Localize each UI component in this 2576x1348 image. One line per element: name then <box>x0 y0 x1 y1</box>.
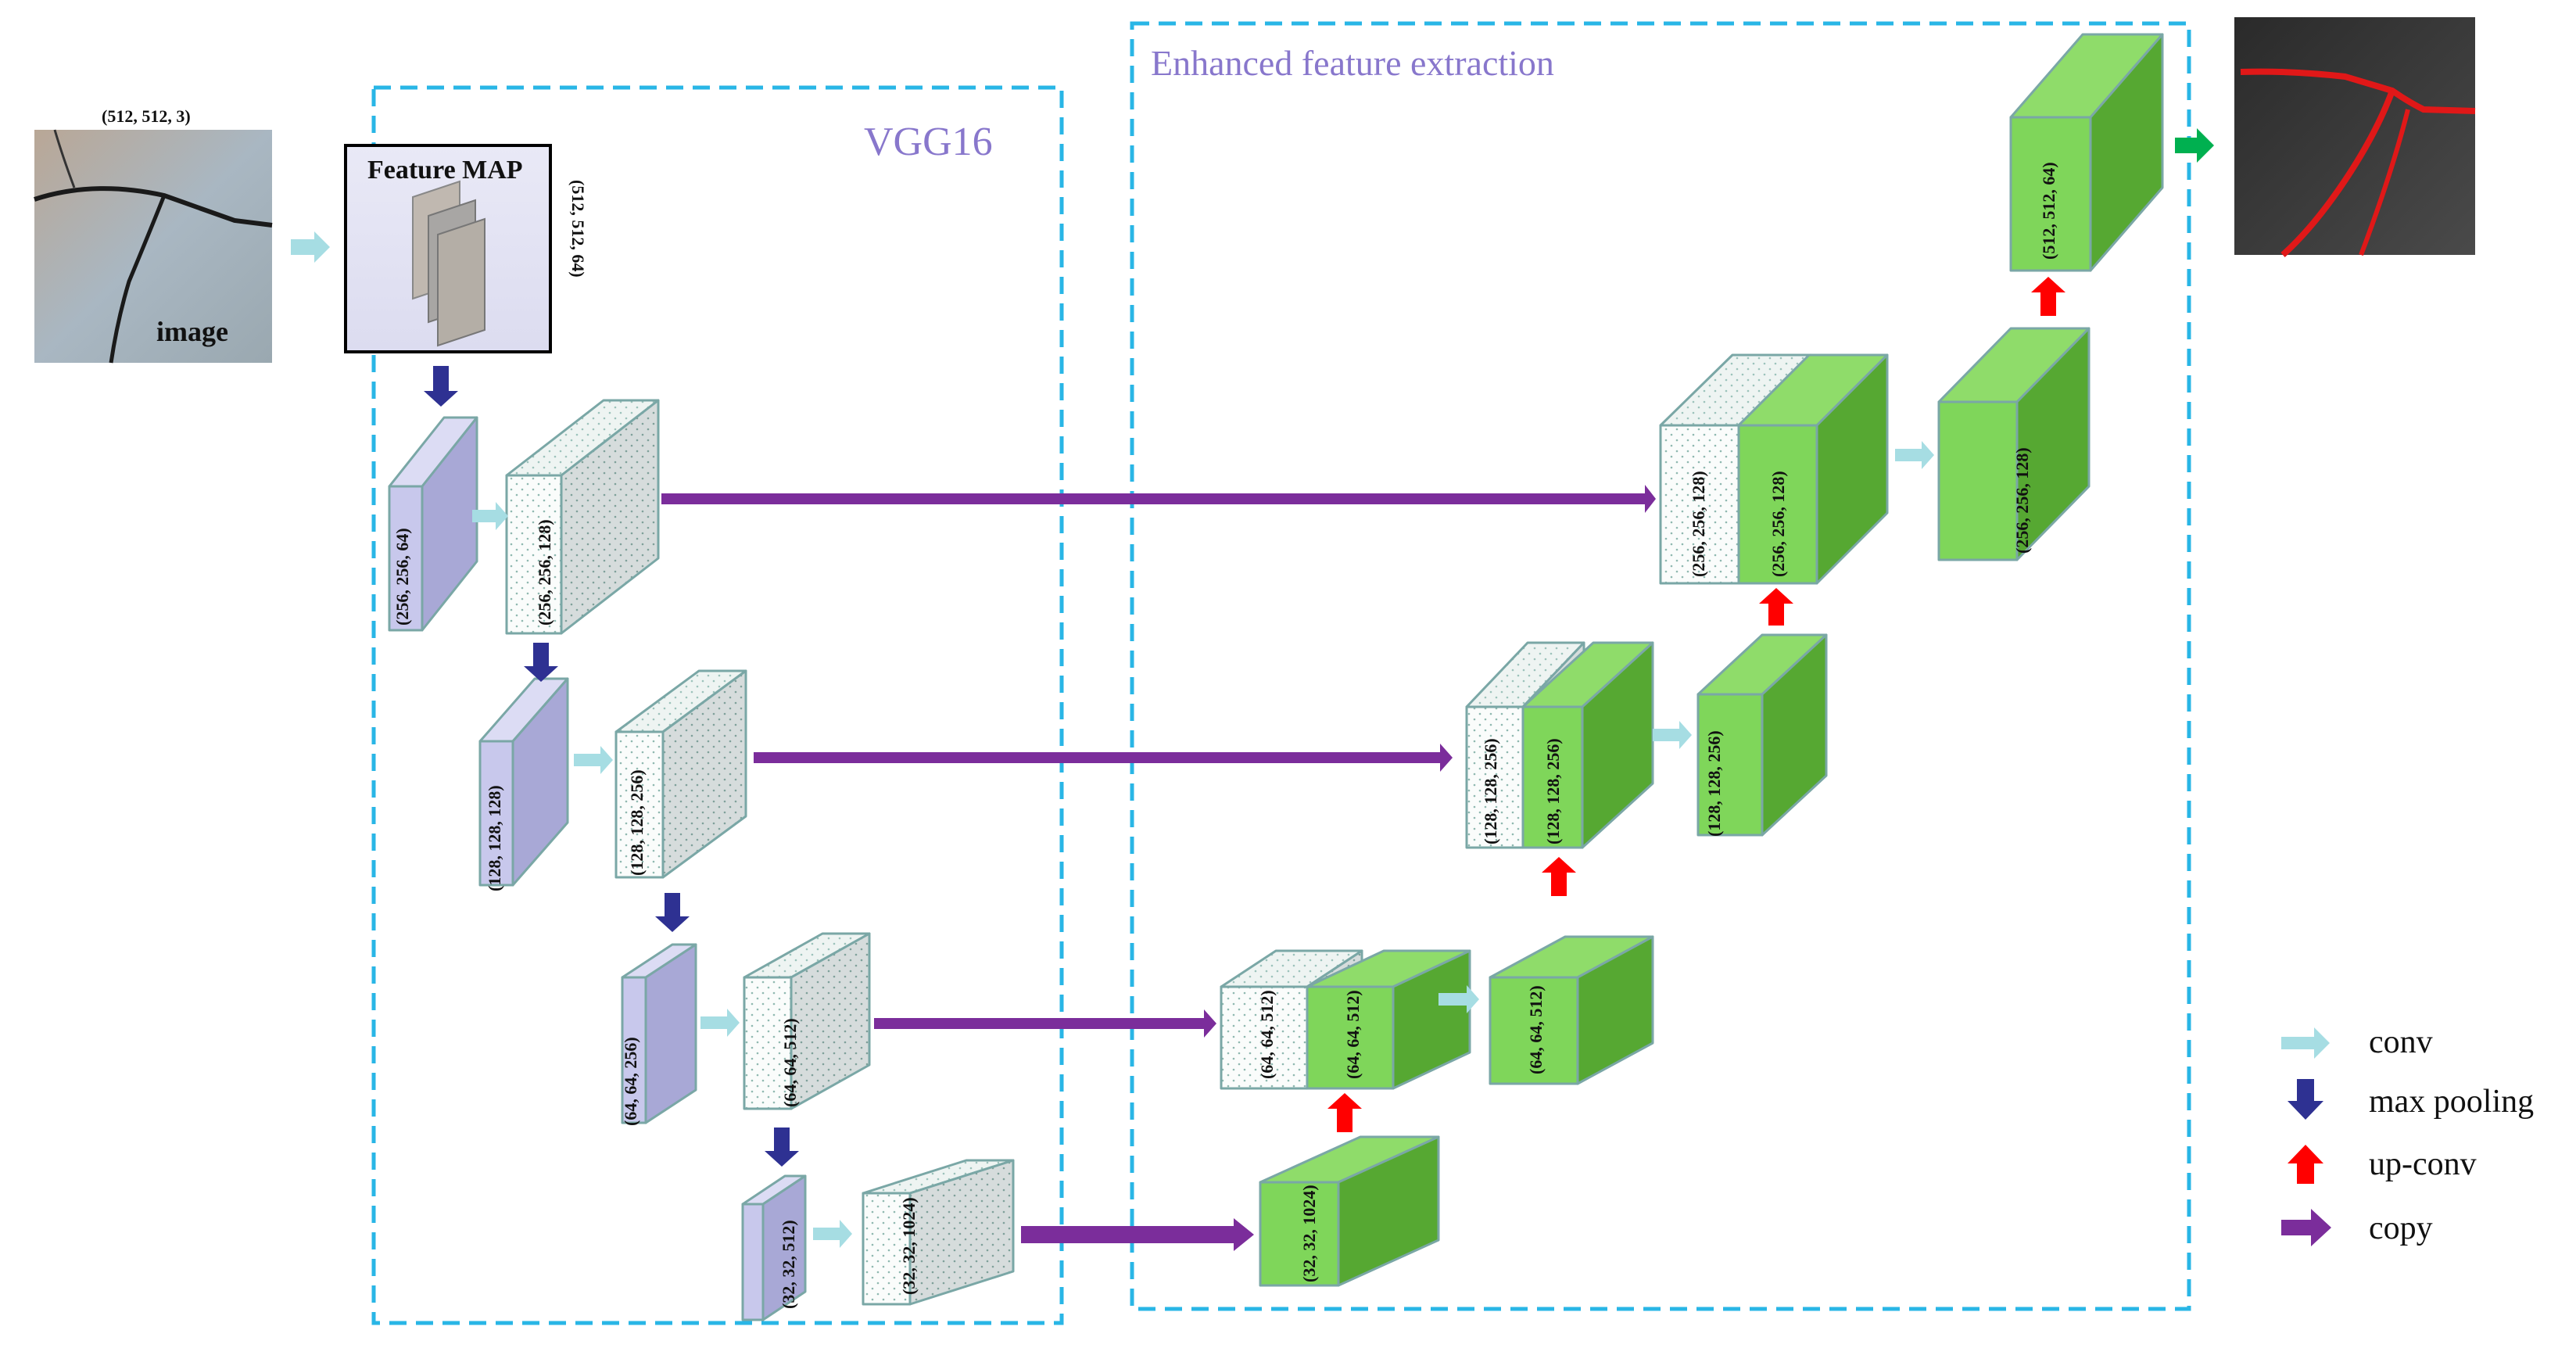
conv-arrow-input <box>291 231 330 263</box>
dec-bottom-dims: (32, 32, 1024) <box>1299 1185 1319 1282</box>
flow-arrows-layer <box>424 277 2065 1248</box>
feature-map-title: Feature MAP <box>367 156 523 185</box>
conv-arrow-enc3 <box>700 1009 740 1037</box>
dec3-conv-dims: (64, 64, 512) <box>1526 985 1546 1074</box>
vgg16-title: VGG16 <box>864 120 993 164</box>
legend-conv-label: conv <box>2369 1024 2433 1060</box>
enc1-pool-block-front <box>388 485 424 632</box>
enc4-pool-block-front <box>741 1203 765 1321</box>
dec2-conv-dims: (128, 128, 256) <box>1704 730 1724 837</box>
pool-arrow-4 <box>765 1128 799 1167</box>
enc2-conv-block-front <box>614 730 665 879</box>
enc4-pool-dims: (32, 32, 512) <box>779 1220 798 1309</box>
enc4-conv-block <box>862 1159 1015 1306</box>
enc1-conv-dims: (256, 256, 128) <box>535 519 554 626</box>
output-segmentation-image <box>2234 17 2476 257</box>
enc3-conv-block <box>743 932 871 1110</box>
dec1-conv-dims: (256, 256, 128) <box>2012 447 2032 554</box>
upconv-arrow-4 <box>2031 277 2065 316</box>
dec3-up-block <box>1306 949 1471 1090</box>
upconv-arrow-2 <box>1542 857 1576 896</box>
dec3-up-dims: (64, 64, 512) <box>1343 990 1363 1079</box>
legend-maxpool-label: max pooling <box>2369 1084 2534 1120</box>
conv-arrow-enc1 <box>472 502 508 530</box>
conv-arrow-dec2 <box>1653 721 1692 749</box>
legend-conv-icon <box>2281 1027 2330 1059</box>
feature-map-box <box>344 144 552 353</box>
dec1-conv-block-front <box>1937 400 2019 561</box>
dec1-up-dims: (256, 256, 128) <box>1768 471 1788 577</box>
pool-arrow-2 <box>524 643 558 682</box>
dec2-up-dims: (128, 128, 256) <box>1543 738 1563 844</box>
enc3-pool-block-front <box>621 976 647 1124</box>
dec3-copy-dims: (64, 64, 512) <box>1257 990 1277 1079</box>
legend-upconv-label: up-conv <box>2369 1146 2477 1182</box>
legend-upconv-icon <box>2288 1145 2323 1184</box>
conv-arrow-dec3 <box>1438 985 1479 1013</box>
legend-copy-label: copy <box>2369 1210 2433 1246</box>
pool-arrow-3 <box>655 893 690 932</box>
enc4-conv-dims: (32, 32, 1024) <box>899 1197 919 1295</box>
dec1-conv-block <box>1937 327 2091 561</box>
enhanced-feature-group-box <box>1130 21 2191 1311</box>
enc1-conv-block <box>505 399 660 635</box>
copy-arrow-level4 <box>1021 1218 1254 1251</box>
enc2-conv-block <box>614 669 747 879</box>
feature-blocks-layer <box>388 33 2164 1321</box>
enc4-conv-block-front <box>862 1192 912 1306</box>
upconv-arrow-3 <box>1759 588 1793 626</box>
enc3-conv-dims: (64, 64, 512) <box>780 1018 800 1107</box>
conv-arrow-enc2 <box>574 746 613 774</box>
copy-arrow-level2 <box>754 744 1453 772</box>
output-arrow <box>2175 128 2214 163</box>
legend: conv max pooling up-conv copy <box>2281 1024 2534 1246</box>
pool-arrow-1 <box>424 366 458 407</box>
dec2-up-block <box>1521 641 1654 849</box>
enc3-conv-block-front <box>743 976 793 1110</box>
copy-arrow-level3 <box>874 1009 1216 1038</box>
dec-top-block <box>2009 33 2164 272</box>
vgg16-group-box <box>371 85 1064 1325</box>
input-dims-label: (512, 512, 3) <box>102 106 191 126</box>
dec1-copy-dims: (256, 256, 128) <box>1689 471 1708 577</box>
dec3-conv-block-front <box>1489 976 1579 1085</box>
dec2-conv-block <box>1696 633 1828 837</box>
enc1-conv-block-front <box>505 474 563 635</box>
dec2-conv-block-front <box>1696 693 1764 837</box>
feature-map-dims-label: (512, 512, 64) <box>568 180 588 278</box>
legend-copy-icon <box>2281 1209 2331 1246</box>
copy-arrow-level1 <box>661 485 1656 513</box>
dec3-up-block-front <box>1306 985 1395 1090</box>
dec-top-block-front <box>2009 116 2092 272</box>
dec-top-dims: (512, 512, 64) <box>2039 162 2058 260</box>
dec1-up-block <box>1737 353 1889 585</box>
enc2-conv-dims: (128, 128, 256) <box>627 769 647 876</box>
dec2-copy-dims: (128, 128, 256) <box>1481 738 1500 844</box>
enc2-pool-block-front <box>478 740 514 887</box>
dec3-conv-block <box>1489 935 1654 1085</box>
dec1-up-block-front <box>1737 424 1818 585</box>
conv-arrow-enc4 <box>813 1220 852 1248</box>
conv-arrow-dec1 <box>1895 441 1934 469</box>
dec-bottom-block-front <box>1259 1181 1340 1287</box>
dec-bottom-block <box>1259 1135 1440 1287</box>
input-image <box>34 129 273 364</box>
legend-maxpool-icon <box>2288 1079 2323 1120</box>
feature-map-stack-icon <box>412 180 485 347</box>
enhanced-feature-title: Enhanced feature extraction <box>1151 43 1554 83</box>
upconv-arrow-1 <box>1327 1093 1362 1132</box>
enc1-pool-dims: (256, 256, 64) <box>392 528 412 626</box>
enc3-pool-block-side <box>644 943 697 1124</box>
enc1-pool-block <box>388 416 478 632</box>
enc2-pool-dims: (128, 128, 128) <box>485 785 504 891</box>
enc2-pool-block <box>478 677 569 887</box>
input-image-label: image <box>156 316 228 347</box>
enc3-pool-block <box>621 943 697 1124</box>
enc4-pool-block <box>741 1174 807 1321</box>
enc3-pool-dims: (64, 64, 256) <box>621 1037 640 1126</box>
dec2-up-block-front <box>1521 705 1584 849</box>
